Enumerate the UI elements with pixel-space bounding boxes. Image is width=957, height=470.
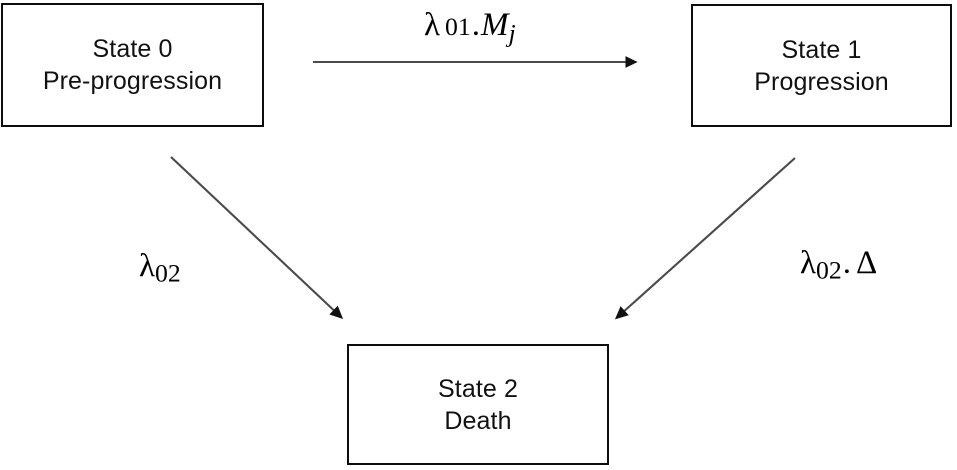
arrow-state1-to-state2 <box>614 157 796 320</box>
state-1-title: State 1 <box>781 35 862 64</box>
lambda-subscript: 02 <box>155 258 181 288</box>
state-0-title: State 0 <box>92 35 173 63</box>
lambda-glyph: λ <box>139 248 156 284</box>
state-box-state-0: State 0 Pre-progression <box>1 3 264 127</box>
lambda-subscript: 01 <box>445 12 471 41</box>
transition-label-0-to-2: λ02 <box>139 248 181 288</box>
delta-symbol: Δ <box>856 245 878 281</box>
lambda-glyph: λ <box>800 245 817 281</box>
state-1-subtitle: Progression <box>754 67 889 96</box>
state-2-subtitle: Death <box>444 406 512 435</box>
state-2-title: State 2 <box>438 374 518 403</box>
state-box-state-1: State 1 Progression <box>691 4 952 127</box>
state-box-state-2: State 2 Death <box>347 344 609 465</box>
multiply-operator: . <box>471 7 480 43</box>
state-0-subtitle: Pre-progression <box>42 67 223 95</box>
multiply-operator: . <box>842 245 851 281</box>
factor-symbol: M <box>481 7 509 43</box>
transition-label-1-to-2: λ02.Δ <box>800 245 878 285</box>
factor-subscript: j <box>508 18 516 48</box>
lambda-glyph: λ <box>424 7 441 43</box>
arrow-state0-to-state2 <box>170 156 344 319</box>
lambda-subscript: 02 <box>816 255 842 285</box>
